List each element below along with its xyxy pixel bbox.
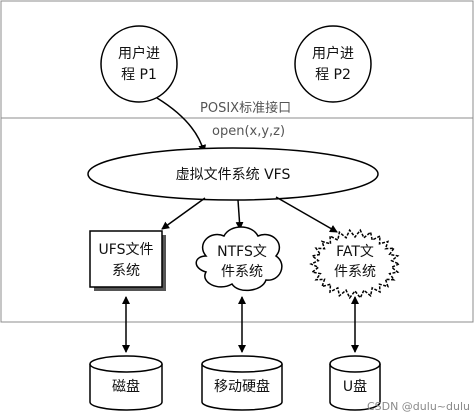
vfs-ellipse	[87, 147, 379, 201]
ufs-box	[89, 230, 163, 288]
user-process-2-circle	[294, 25, 372, 103]
user-process-1-line1: 用户进	[118, 45, 160, 62]
ntfs-cloud	[195, 226, 283, 292]
open-call-label: open(x,y,z)	[212, 124, 285, 139]
system-frame	[0, 0, 474, 323]
portable-hdd-label: 移动硬盘	[214, 378, 270, 395]
fat-line2: 件系统	[334, 264, 376, 280]
vfs-to-fat-arrow	[275, 196, 338, 233]
ufs-line2: 系统	[112, 263, 140, 279]
user-process-2-line2: 程 P2	[315, 67, 351, 83]
ufs-line1: UFS文件	[99, 242, 154, 258]
posix-interface-label: POSIX标准接口	[200, 100, 291, 116]
vfs-to-ufs-arrow	[161, 197, 206, 230]
fat-line1: FAT文	[336, 244, 374, 260]
process-to-vfs-arrow	[156, 97, 207, 153]
vfs-label: 虚拟文件系统 VFS	[176, 167, 291, 183]
user-process-1-line2: 程 P1	[121, 67, 157, 83]
disk-label: 磁盘	[112, 378, 140, 395]
vfs-to-ntfs-arrow	[235, 199, 244, 230]
usb-drive-label: U盘	[343, 378, 367, 395]
fat-burst	[309, 228, 401, 300]
ntfs-line1: NTFS文	[217, 244, 267, 260]
usb-drive-cylinder: U盘	[329, 355, 381, 411]
disk-cylinder: 磁盘	[89, 355, 163, 411]
user-process-2-line1: 用户进	[312, 45, 354, 62]
portable-hdd-cylinder: 移动硬盘	[201, 355, 283, 411]
ntfs-line2: 件系统	[221, 264, 263, 280]
user-process-1-circle	[100, 25, 178, 103]
watermark-text: CSDN @dulu~dulu	[367, 400, 470, 413]
